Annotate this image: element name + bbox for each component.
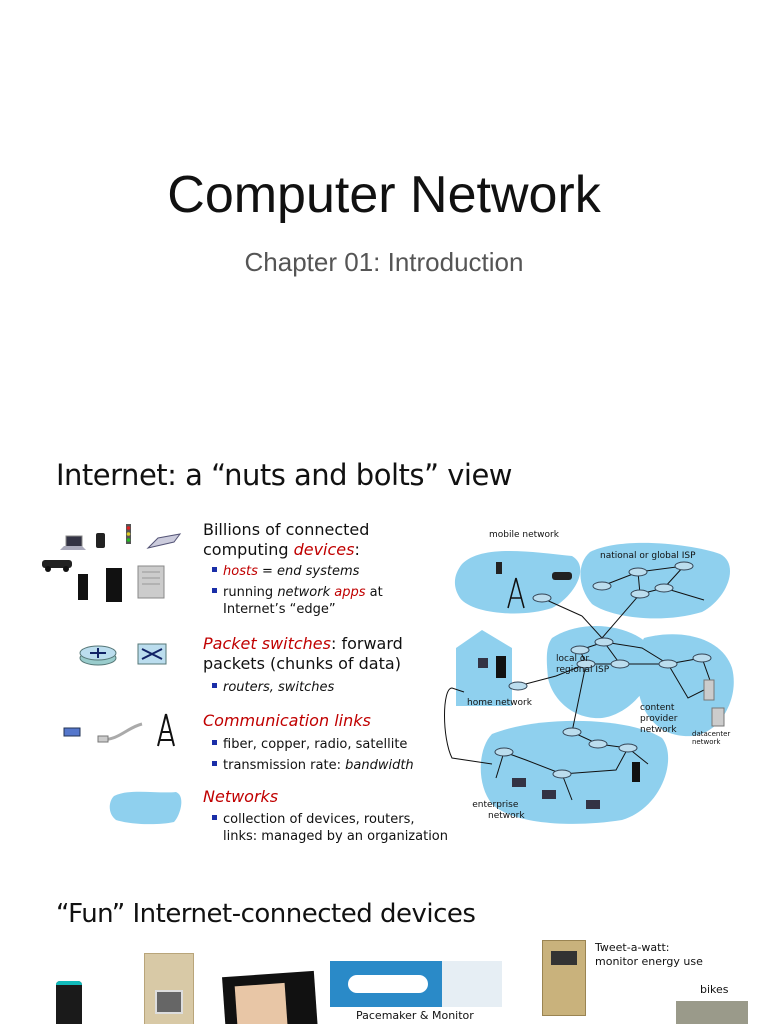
switches-heading: Packet switches: forward packets (chunks… xyxy=(203,634,403,674)
label-content-3: network xyxy=(640,725,677,735)
caption-tweet-2: monitor energy use xyxy=(595,955,703,968)
apps-a: running xyxy=(223,585,278,600)
pacemaker-image xyxy=(330,961,502,1007)
routers-text: routers, switches xyxy=(223,680,335,695)
bullet-icon xyxy=(212,761,217,766)
devices-heading: Billions of connected computing devices: xyxy=(203,520,369,560)
bullet-fiber: fiber, copper, radio, satellite xyxy=(212,736,407,753)
label-ent-1: enterprise xyxy=(472,800,519,810)
switches-term: Packet switches xyxy=(203,634,331,653)
bullet-bandwidth: transmission rate: bandwidth xyxy=(212,757,414,774)
label-content-2: provider xyxy=(640,714,678,724)
label-ent-2: network xyxy=(488,811,525,821)
caption-pacemaker: Pacemaker & Monitor xyxy=(356,1009,474,1022)
internet-topology-diagram xyxy=(444,542,734,824)
devices-icon xyxy=(42,524,182,602)
label-dc-1: datacenter xyxy=(692,730,731,738)
router-switch-icon xyxy=(79,643,167,666)
slide-subtitle: Chapter 01: Introduction xyxy=(244,247,524,277)
links-icon xyxy=(63,713,175,747)
switches-line2: packets (chunks of data) xyxy=(203,654,401,673)
slide-heading: Internet: a “nuts and bolts” view xyxy=(56,458,513,492)
label-local-isp-2: regional ISP xyxy=(556,665,610,675)
networks-line2: links: managed by an organization xyxy=(223,829,448,844)
apps-b: at xyxy=(365,585,383,600)
label-dc-2: network xyxy=(692,738,721,746)
network-cloud-icon xyxy=(109,791,182,825)
links-term: Communication links xyxy=(203,711,371,730)
apps-network: network xyxy=(277,585,331,600)
caption-bikes: bikes xyxy=(700,983,729,996)
apps-c: Internet’s “edge” xyxy=(223,602,336,617)
bikes-image xyxy=(676,1001,748,1024)
links-heading: Communication links xyxy=(203,711,371,731)
bandwidth-term: bandwidth xyxy=(345,758,414,773)
hosts-rest: = end systems xyxy=(257,564,360,579)
networks-heading: Networks xyxy=(203,787,278,807)
caption-tweet-1: Tweet-a-watt: xyxy=(595,941,670,954)
apps-term: apps xyxy=(334,585,366,600)
label-content-1: content xyxy=(640,703,675,713)
slide-heading-fun: “Fun” Internet-connected devices xyxy=(56,899,476,929)
label-national-isp: national or global ISP xyxy=(600,551,696,561)
digital-frame-image xyxy=(222,970,318,1024)
smart-speaker-image xyxy=(56,981,82,1024)
fiber-text: fiber, copper, radio, satellite xyxy=(223,737,408,752)
smart-doorbell-image xyxy=(144,953,194,1024)
bullet-icon xyxy=(212,683,217,688)
fun-devices-slide: “Fun” Internet-connected devices Pacemak… xyxy=(0,885,768,1024)
bullet-icon xyxy=(212,588,217,593)
devices-line1: Billions of connected xyxy=(203,520,370,539)
networks-term: Networks xyxy=(203,787,279,806)
bullet-icon xyxy=(212,815,217,820)
slide-title: Computer Network xyxy=(167,166,601,224)
tweet-a-watt-image xyxy=(542,940,586,1016)
bullet-networks: collection of devices, routers, links: m… xyxy=(212,811,448,845)
bullet-routers: routers, switches xyxy=(212,679,334,696)
nuts-and-bolts-slide: Internet: a “nuts and bolts” view Billio… xyxy=(0,430,768,885)
bullet-apps: running network apps at Internet’s “edge… xyxy=(212,584,383,618)
devices-colon: : xyxy=(354,540,360,559)
label-local-isp-1: local or xyxy=(556,654,590,664)
switches-line1: : forward xyxy=(330,634,403,653)
bullet-icon xyxy=(212,567,217,572)
networks-line1: collection of devices, routers, xyxy=(223,812,415,827)
devices-line2-prefix: computing xyxy=(203,540,294,559)
label-home-network: home network xyxy=(467,698,532,708)
devices-emphasis: devices xyxy=(293,540,355,559)
bullet-hosts: hosts = end systems xyxy=(212,563,359,580)
rate-text: transmission rate: xyxy=(223,758,346,773)
title-slide: Computer Network Chapter 01: Introductio… xyxy=(0,0,768,430)
caption-tweet-a-watt: Tweet-a-watt:monitor energy use xyxy=(595,941,703,969)
bullet-icon xyxy=(212,740,217,745)
label-mobile-network: mobile network xyxy=(489,530,559,540)
hosts-term: hosts xyxy=(223,564,258,579)
